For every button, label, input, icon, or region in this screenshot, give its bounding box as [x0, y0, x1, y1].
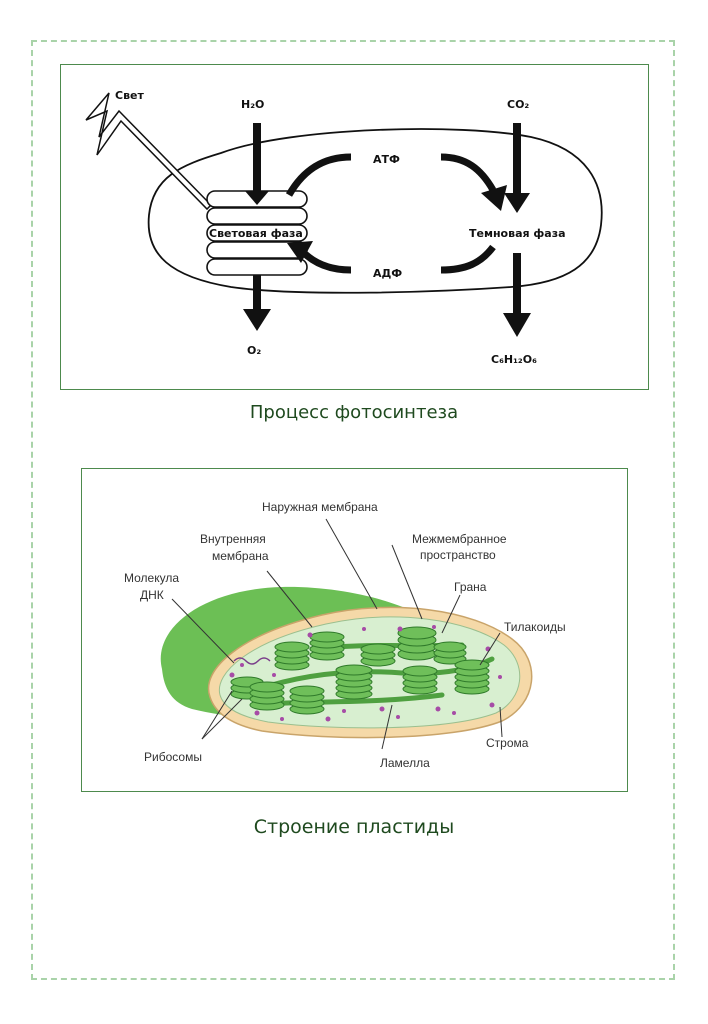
- photosynthesis-diagram: Свет H₂O CO₂ АТФ АДФ Световая фаза Темно…: [60, 64, 649, 390]
- stroma-label: Строма: [486, 736, 529, 750]
- adp-arrow-head: [287, 241, 313, 263]
- lamella-label: Ламелла: [380, 756, 430, 770]
- glucose-label: C₆H₁₂O₆: [491, 353, 537, 366]
- oxygen-arrow-shaft: [253, 275, 261, 311]
- photosynthesis-svg: Свет H₂O CO₂ АТФ АДФ Световая фаза Темно…: [85, 89, 603, 366]
- dark-phase-label: Темновая фаза: [469, 227, 566, 240]
- ribosomes-label: Рибосомы: [144, 750, 202, 764]
- pointer-lines: [171, 518, 503, 750]
- granum: [309, 631, 345, 661]
- granum: [360, 643, 396, 667]
- ribosomes: [229, 625, 502, 722]
- co2-label: CO₂: [507, 98, 529, 111]
- photosynthesis-caption: Процесс фотосинтеза: [249, 402, 459, 423]
- dna-label-1: Молекула: [124, 571, 179, 585]
- plastid-svg: Наружная мембрана Внутренняя мембрана Ме…: [124, 500, 566, 770]
- chloroplast-outline: [147, 128, 603, 294]
- granum: [335, 664, 373, 700]
- atp-arrow-head: [481, 185, 507, 211]
- water-arrow-head: [245, 191, 269, 205]
- granum: [433, 641, 467, 665]
- light-phase-label: Световая фаза: [209, 227, 303, 240]
- light-bolt-icon: [85, 92, 213, 211]
- intermembrane-label-1: Межмембранное: [412, 532, 507, 546]
- glucose-arrow-shaft: [513, 253, 521, 315]
- oxygen-arrow-head: [243, 309, 271, 331]
- dna-molecule: [233, 657, 271, 665]
- granum: [249, 681, 285, 711]
- atp-label: АТФ: [373, 153, 400, 166]
- grana-stacks: [230, 626, 490, 715]
- plastid-caption: Строение пластиды: [253, 816, 455, 838]
- granum: [289, 685, 325, 715]
- inner-membrane-label-1: Внутренняя: [200, 532, 266, 546]
- atp-cycle-arrow: [285, 153, 497, 197]
- granum: [454, 659, 490, 695]
- granum: [402, 665, 438, 695]
- page-frame: [31, 40, 675, 980]
- inner-membrane-label-2: мембрана: [212, 549, 269, 563]
- oxygen-label: O₂: [247, 344, 261, 357]
- water-arrow-shaft: [253, 123, 261, 193]
- granum: [397, 626, 437, 661]
- adp-label: АДФ: [373, 267, 402, 280]
- co2-arrow-head: [504, 193, 530, 213]
- co2-arrow-shaft: [513, 123, 521, 195]
- light-label: Свет: [115, 89, 144, 102]
- dna-label-2: ДНК: [140, 588, 164, 602]
- glucose-arrow-head: [503, 313, 531, 337]
- granum: [274, 641, 310, 671]
- intermembrane-label-2: пространство: [420, 548, 496, 562]
- outer-membrane-label: Наружная мембрана: [262, 500, 378, 514]
- thylakoids-label: Тилакоиды: [504, 620, 566, 634]
- grana-label: Грана: [454, 580, 487, 594]
- water-label: H₂O: [241, 98, 264, 111]
- plastid-diagram: Наружная мембрана Внутренняя мембрана Ме…: [81, 468, 628, 792]
